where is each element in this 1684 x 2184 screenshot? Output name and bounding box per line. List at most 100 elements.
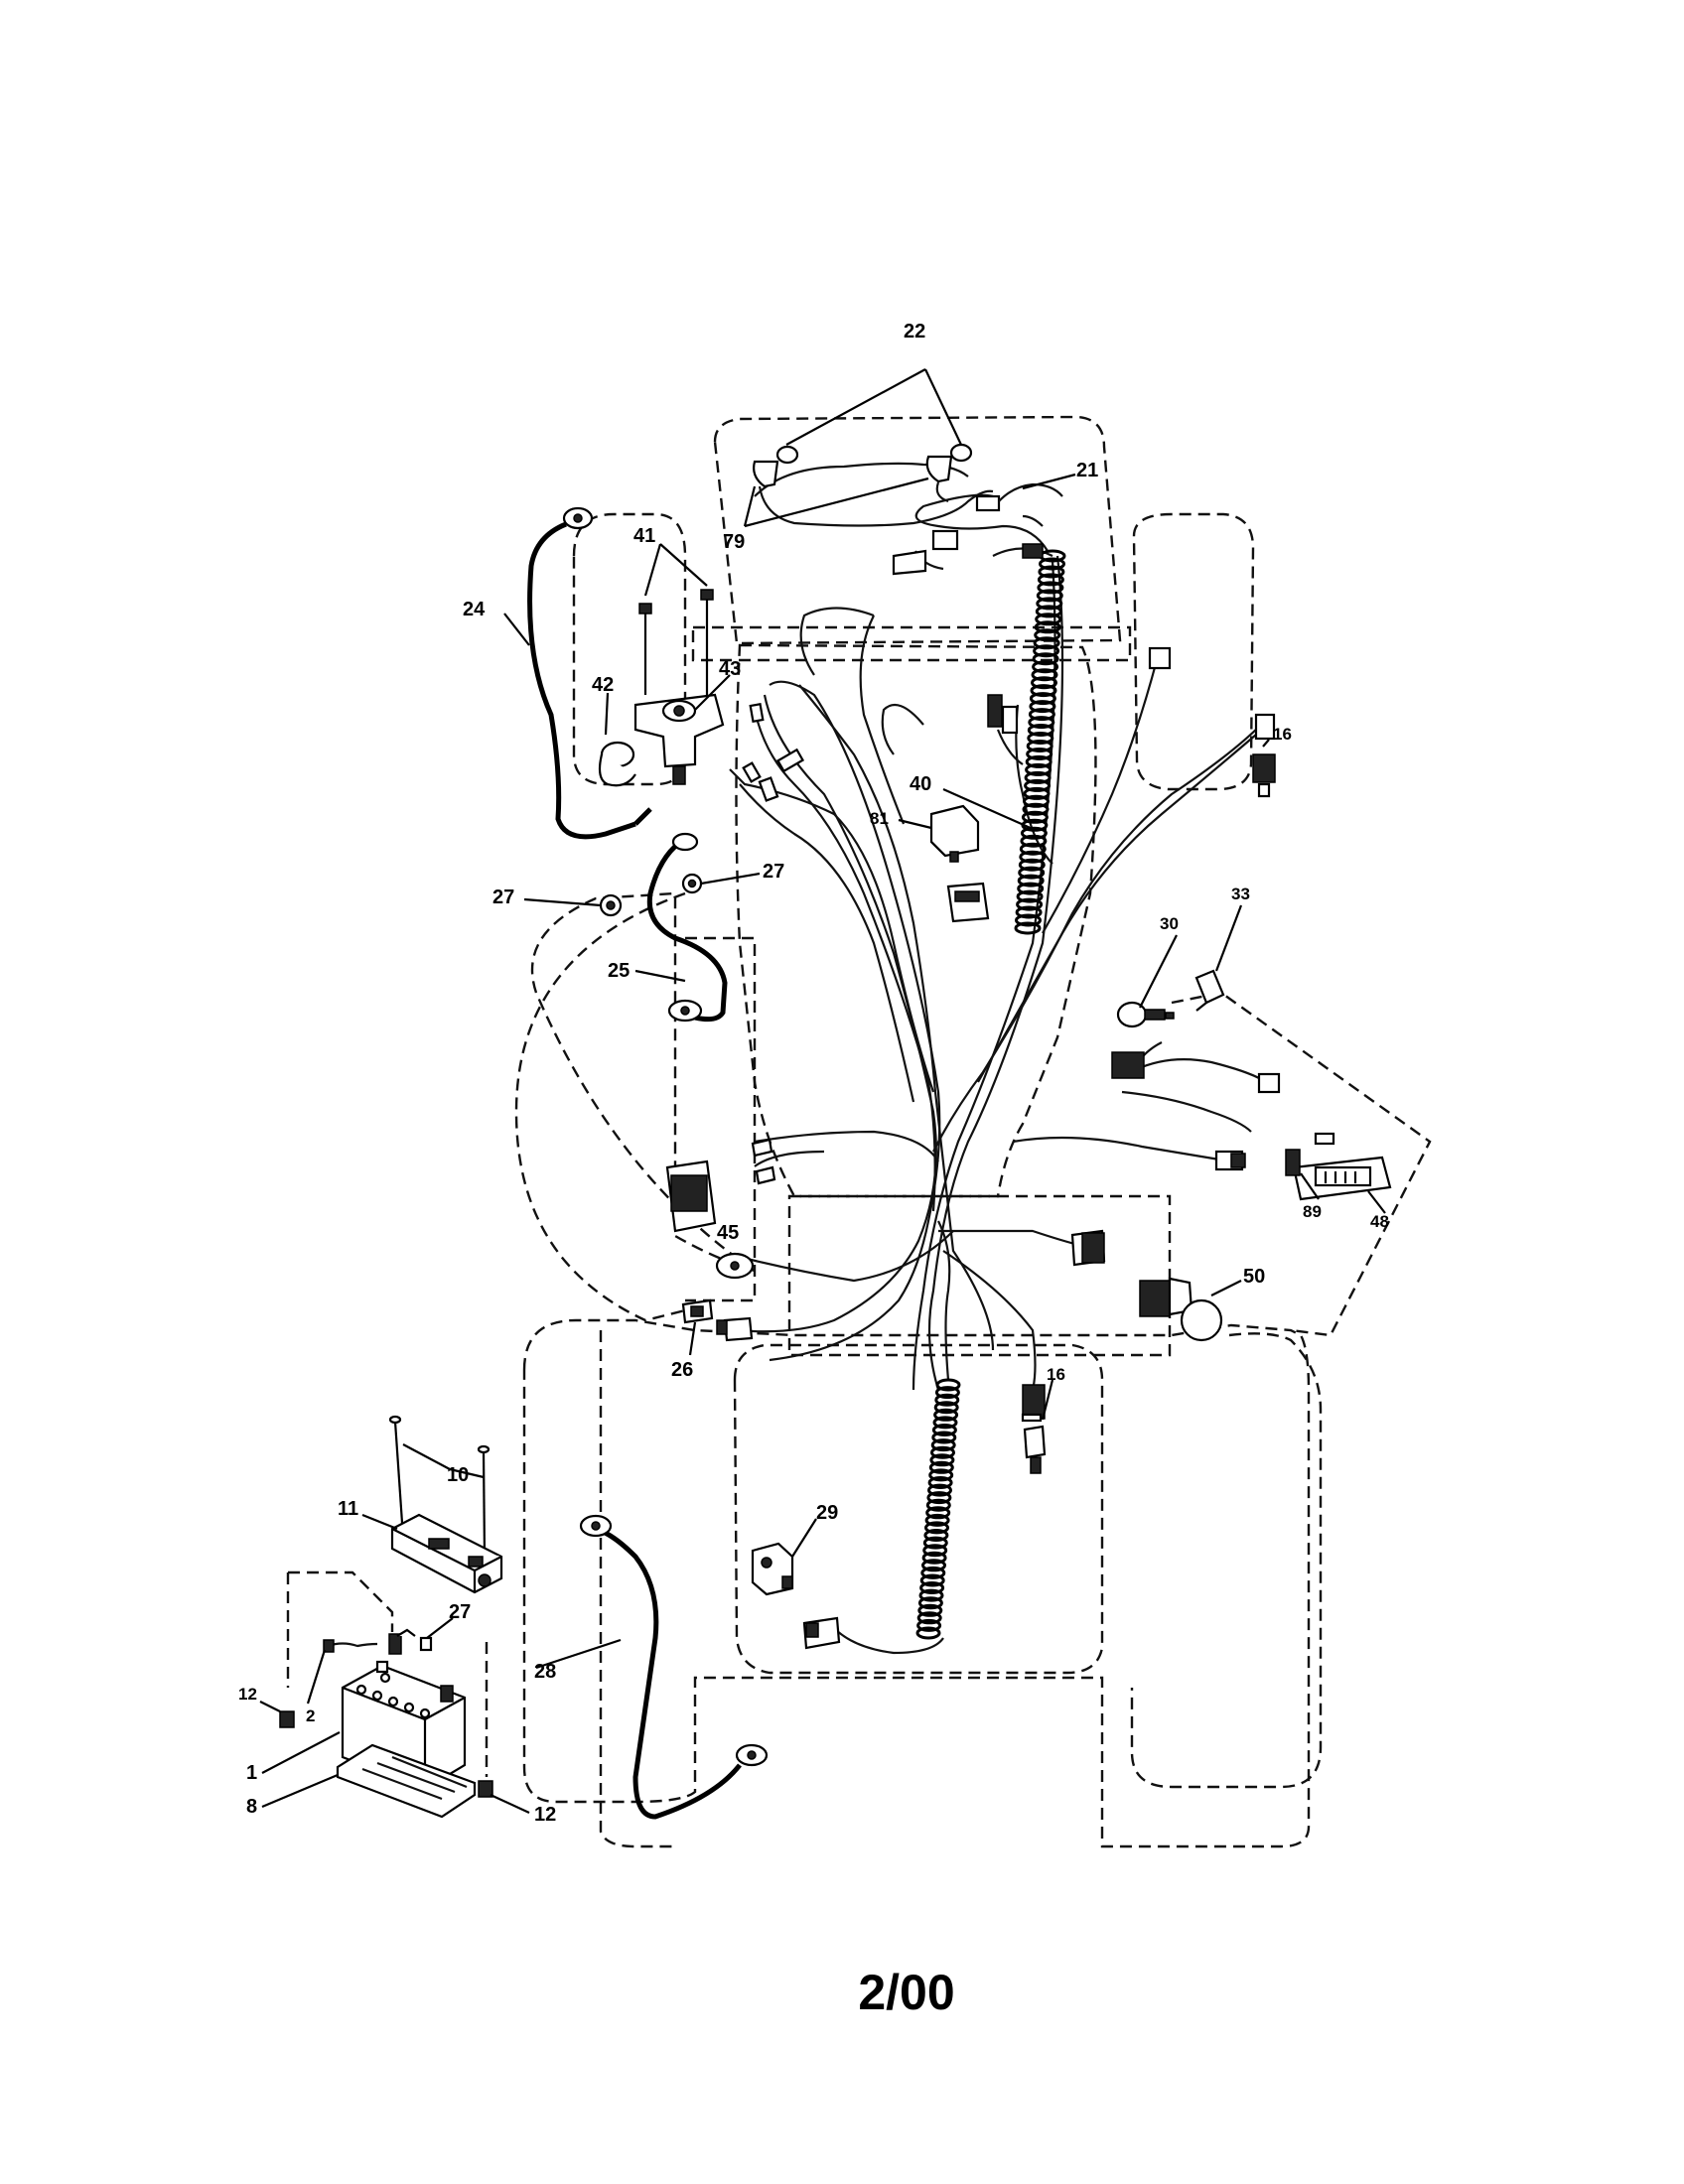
callout-50: 50: [1243, 1266, 1265, 1288]
callout-12-left: 12: [238, 1685, 257, 1704]
callout-27-left: 27: [492, 887, 514, 908]
front-axle-outline: [691, 625, 1132, 662]
solenoid: [598, 589, 725, 787]
callout-24: 24: [463, 599, 486, 620]
coil-loop: [923, 1529, 949, 1542]
coil-loop: [1039, 557, 1065, 571]
callout-41: 41: [633, 525, 655, 547]
battery-nut-27: [419, 1636, 433, 1652]
coil-loop: [1034, 620, 1061, 634]
ground-cable-25: [646, 832, 728, 1023]
hood-outline: [713, 415, 1122, 645]
battery-terminal-bolt-2: [323, 1628, 416, 1655]
coil-loop: [1024, 778, 1052, 792]
coil-loop: [930, 1445, 955, 1459]
battery-bracket-outline: [288, 1570, 394, 1632]
coil-loop: [1028, 708, 1055, 722]
headlight-assembly: [753, 368, 1063, 576]
tractor-outline: [286, 415, 1432, 1848]
brake-switch-29: [751, 1542, 841, 1650]
harness-connector-40: [987, 694, 1024, 765]
hour-meter-48: [1292, 1156, 1392, 1201]
wing-nut-12-right: [478, 1780, 493, 1798]
coil-loop: [1020, 834, 1048, 848]
battery-hold-down-bolts-10: [388, 1415, 491, 1558]
coil-loop: [1035, 613, 1062, 626]
coil-loop: [1037, 573, 1064, 587]
hour-meter-bracket-89: [1285, 1132, 1335, 1176]
callout-8: 8: [246, 1796, 257, 1818]
coil-loop: [1034, 628, 1061, 642]
callout-30: 30: [1160, 914, 1179, 933]
callout-33: 33: [1231, 885, 1250, 903]
callout-leaders: [259, 473, 1386, 1814]
pto-switch-33: [1194, 969, 1225, 1012]
callout-21: 21: [1076, 460, 1098, 481]
coil-loop: [1038, 565, 1065, 579]
battery-cable-28: [579, 1514, 769, 1820]
coil-loop: [933, 1401, 959, 1415]
light-switch-50: [1139, 1277, 1223, 1342]
coil-loop: [1020, 826, 1048, 840]
callout-79: 79: [723, 531, 745, 553]
coil-loop: [928, 1460, 954, 1474]
connector-plug-right: [1111, 1051, 1281, 1171]
wing-nut-12-left: [279, 1710, 295, 1728]
callout-22: 22: [904, 321, 925, 342]
coil-loop: [917, 1603, 943, 1617]
left-rear-wheel-outline: [514, 891, 686, 1322]
coil-loop: [922, 1536, 948, 1550]
coil-loop: [918, 1588, 944, 1602]
rear-fender-outline: [530, 891, 756, 1273]
callout-42: 42: [592, 674, 614, 696]
coil-loop: [1017, 874, 1045, 887]
callout-labels: 22 21 79 41 24 43 42 16 40 81 27 27 33 3…: [238, 321, 1389, 1826]
coil-loop: [1019, 850, 1047, 864]
coil-loop: [1033, 636, 1060, 650]
coil-loop: [1024, 770, 1052, 784]
module-45: [665, 1160, 755, 1280]
coil-loop: [919, 1573, 945, 1587]
coil-low: [915, 1378, 961, 1640]
coil-loop: [925, 1506, 951, 1520]
nut-27-left: [599, 893, 623, 917]
callout-40: 40: [910, 773, 931, 795]
coil-loop: [1022, 802, 1050, 816]
callout-28: 28: [534, 1661, 556, 1683]
coil-loop: [1027, 732, 1054, 745]
relay-81: [929, 804, 980, 863]
coil-loop: [1014, 921, 1042, 935]
coil-loop: [1027, 724, 1054, 737]
coil-loop: [920, 1566, 946, 1579]
callout-11: 11: [338, 1498, 358, 1520]
coil-loop: [929, 1453, 955, 1467]
right-front-wheel-outline: [1132, 512, 1255, 791]
battery-tray-8: [336, 1743, 477, 1819]
nut-27-right: [681, 873, 703, 894]
harness-plug-center: [751, 1138, 1106, 1267]
seat-switch-16-top: [1148, 646, 1276, 798]
coil-loop: [935, 1378, 961, 1392]
coil-loop: [1037, 581, 1064, 595]
coil-loop: [1015, 905, 1043, 919]
coil-loop: [1036, 589, 1063, 603]
callout-1: 1: [246, 1762, 257, 1784]
coil-loop: [932, 1416, 958, 1430]
coiled-harness-40: [992, 543, 1066, 935]
chassis-outline: [735, 643, 1097, 1198]
ignition-switch-30: [1116, 1001, 1175, 1028]
left-front-wheel-outline: [572, 512, 687, 786]
callout-48: 48: [1370, 1212, 1389, 1231]
callout-25: 25: [608, 960, 630, 982]
harness-terminals: [742, 702, 805, 802]
coil-loop: [927, 1483, 952, 1497]
coil-loop: [917, 1596, 943, 1610]
coil-loop: [1023, 786, 1051, 800]
coil-loop: [1019, 842, 1047, 856]
coil-loop: [1023, 794, 1050, 808]
wiring-harness-bundle: [729, 462, 1267, 1391]
seat-outline: [787, 1194, 1172, 1357]
coil-loop: [1028, 716, 1055, 730]
